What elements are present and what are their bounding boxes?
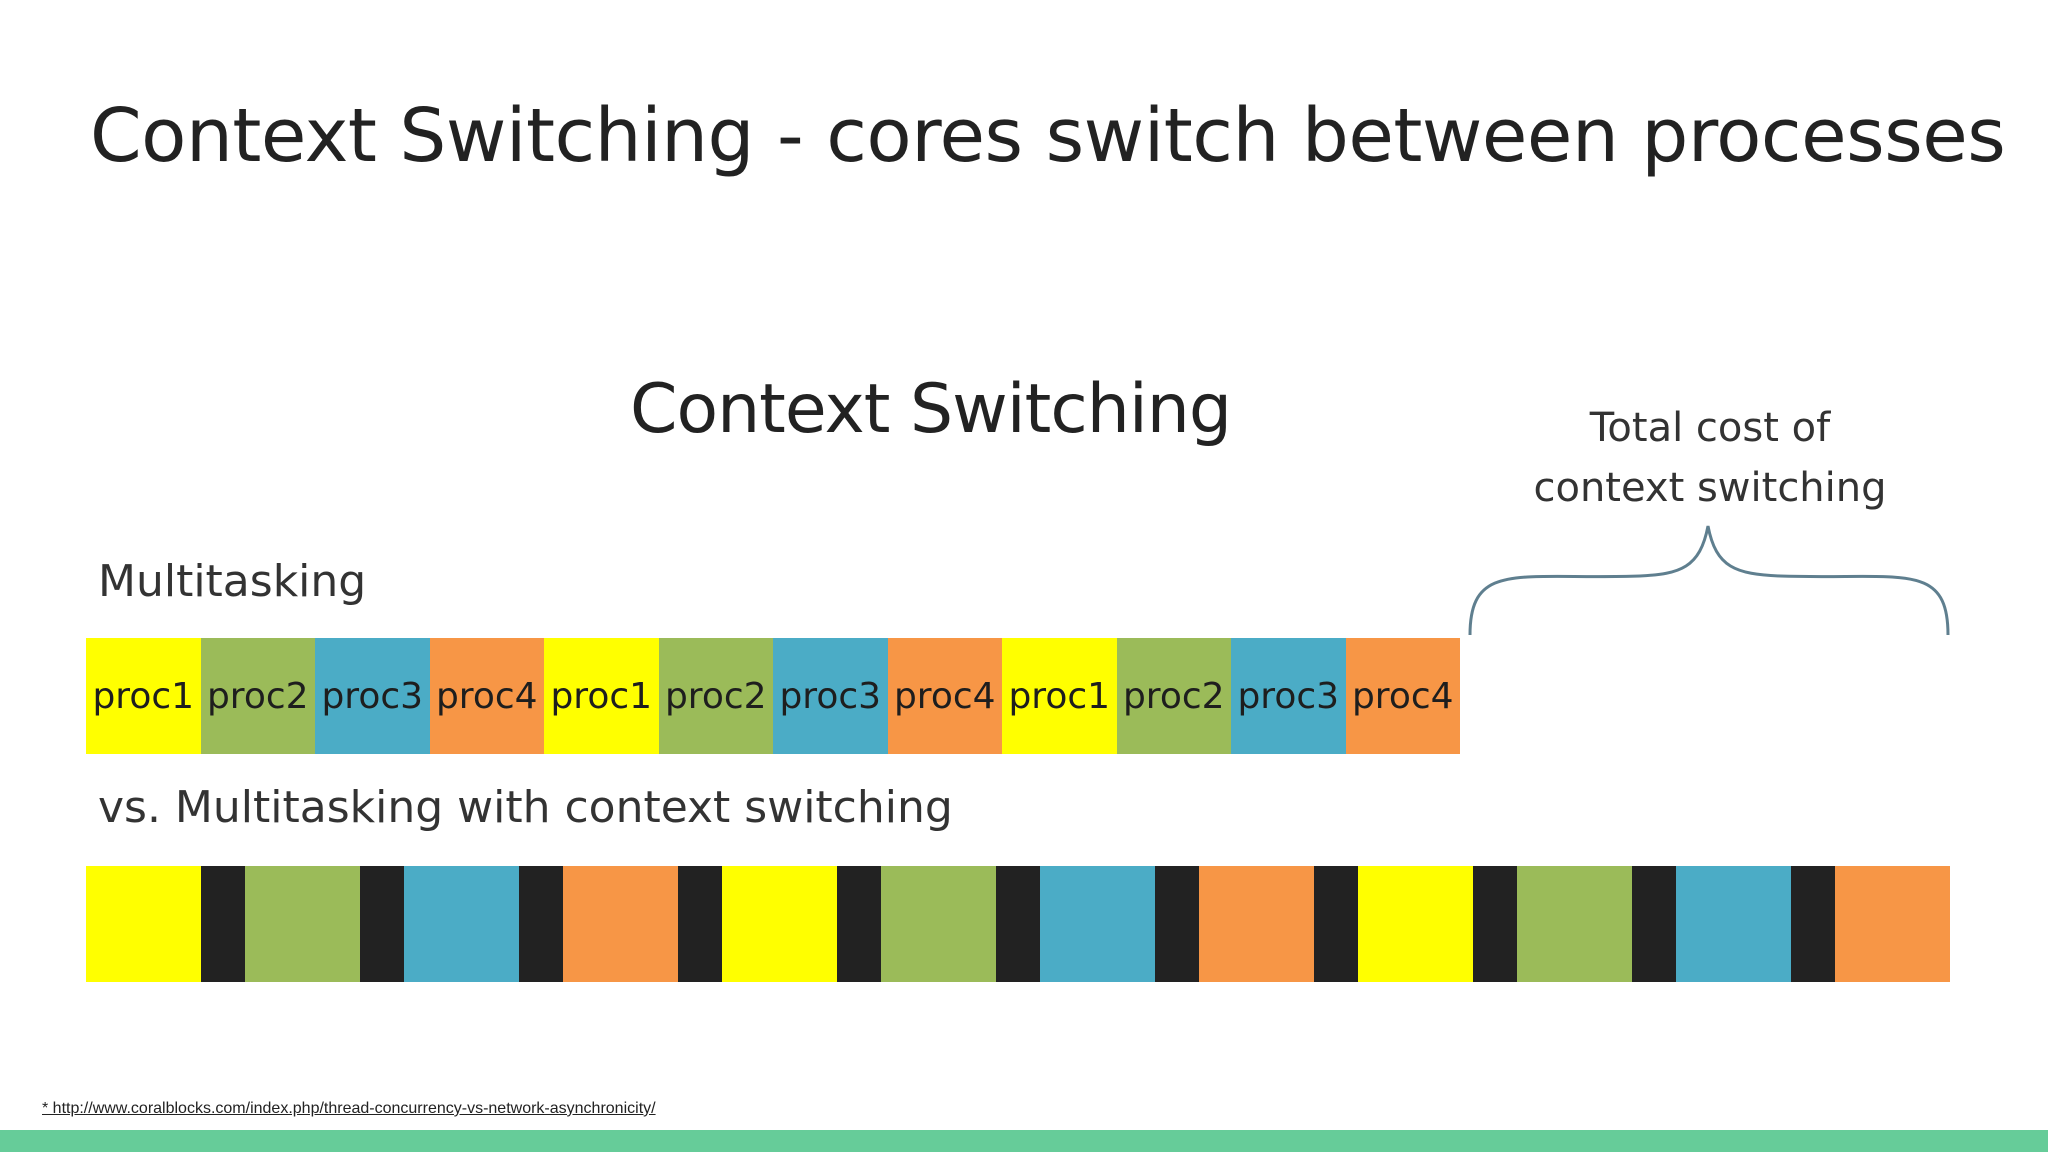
process-block: proc3 (1231, 638, 1346, 754)
total-cost-label-line1: Total cost of (1589, 405, 1831, 451)
process-block: proc2 (1116, 638, 1231, 754)
total-cost-label: Total cost of context switching (1510, 398, 1910, 518)
process-block: proc3 (773, 638, 888, 754)
process-block (1040, 866, 1155, 982)
process-block (404, 866, 519, 982)
process-block (1199, 866, 1314, 982)
switch-block (837, 866, 881, 982)
context-switching-row (86, 866, 1950, 982)
switch-block (201, 866, 245, 982)
process-block: proc2 (658, 638, 773, 754)
process-block (563, 866, 678, 982)
process-block: proc4 (1345, 638, 1460, 754)
process-block (1676, 866, 1791, 982)
process-block (881, 866, 996, 982)
footer-bar (0, 1130, 2048, 1152)
switch-block (1314, 866, 1358, 982)
process-block: proc4 (887, 638, 1002, 754)
process-block (722, 866, 837, 982)
total-cost-label-line2: context switching (1533, 465, 1887, 511)
context-switching-label: vs. Multitasking with context switching (98, 782, 953, 833)
switch-block (360, 866, 404, 982)
process-block (86, 866, 201, 982)
process-block: proc1 (86, 638, 201, 754)
switch-block (678, 866, 722, 982)
source-link[interactable]: * http://www.coralblocks.com/index.php/t… (42, 1100, 656, 1117)
process-block: proc3 (315, 638, 430, 754)
process-block: proc1 (544, 638, 659, 754)
curly-brace-icon (1468, 525, 1950, 636)
slide-title: Context Switching - cores switch between… (90, 93, 2006, 179)
switch-block (1791, 866, 1835, 982)
process-block: proc2 (200, 638, 315, 754)
switch-block (1473, 866, 1517, 982)
process-block (1835, 866, 1950, 982)
multitasking-label: Multitasking (98, 556, 367, 607)
process-block (1517, 866, 1632, 982)
diagram-title: Context Switching (630, 370, 1232, 449)
switch-block (1632, 866, 1676, 982)
switch-block (1155, 866, 1199, 982)
process-block (245, 866, 360, 982)
switch-block (996, 866, 1040, 982)
process-block: proc4 (429, 638, 544, 754)
process-block: proc1 (1002, 638, 1117, 754)
switch-block (519, 866, 563, 982)
process-block (1358, 866, 1473, 982)
multitasking-row: proc1 proc2 proc3 proc4 proc1 proc2 proc… (86, 638, 1460, 754)
